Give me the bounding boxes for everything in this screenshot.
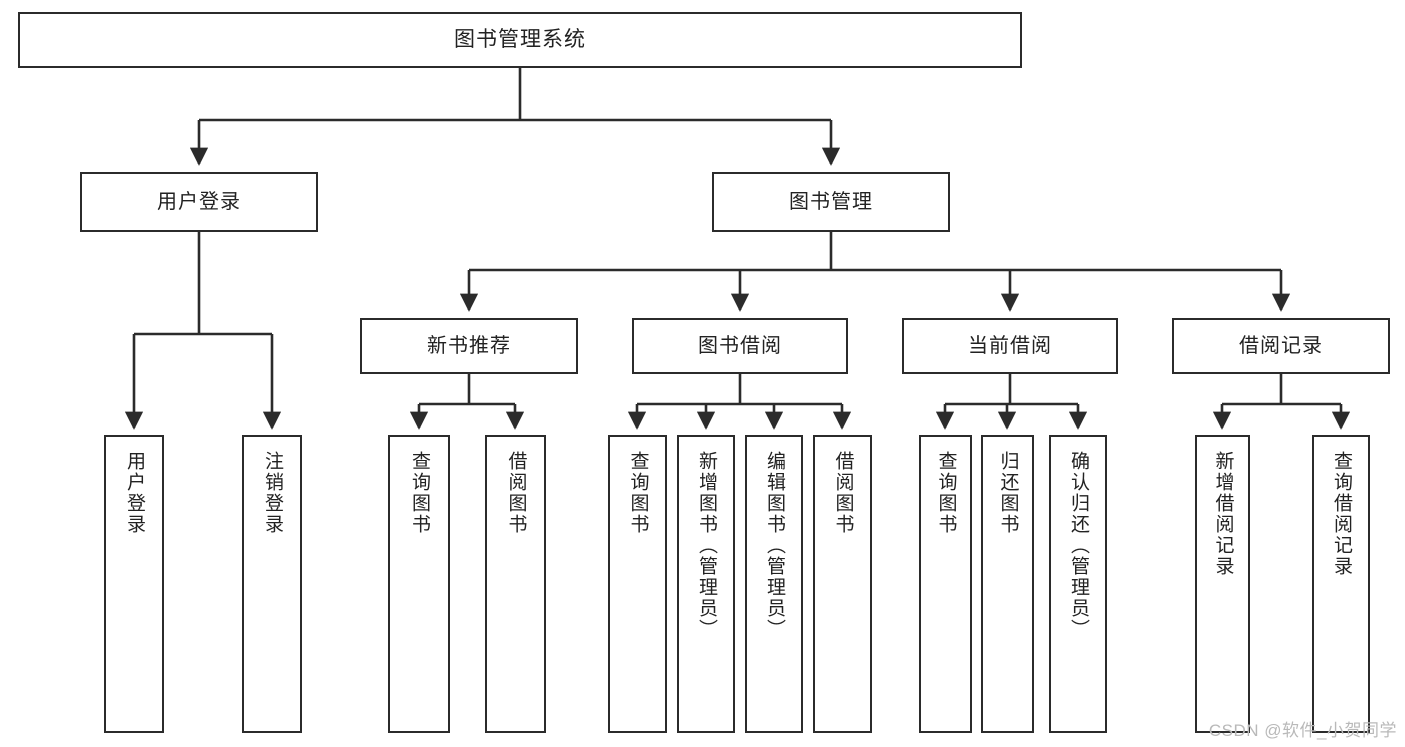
leaf-label: 借阅图书 (832, 451, 854, 535)
leaf-label: 查询图书 (408, 451, 430, 535)
node-level3-new-book-recommend[interactable]: 新书推荐 (360, 318, 578, 374)
watermark-text: CSDN @软件_小贺同学 (1208, 721, 1397, 740)
leaf-user-login[interactable]: 用户登录 (104, 435, 164, 733)
leaf-confirm-return-admin[interactable]: 确认归还（管理员） (1049, 435, 1107, 733)
leaf-label: 借阅图书 (505, 451, 527, 535)
leaf-label: 用户登录 (123, 451, 145, 535)
node-level3-book-borrow[interactable]: 图书借阅 (632, 318, 848, 374)
leaf-label: 归还图书 (997, 451, 1019, 535)
leaf-add-book-admin[interactable]: 新增图书（管理员） (677, 435, 735, 733)
node-root[interactable]: 图书管理系统 (18, 12, 1022, 68)
leaf-add-borrow-record[interactable]: 新增借阅记录 (1195, 435, 1250, 733)
leaf-return-book[interactable]: 归还图书 (981, 435, 1034, 733)
leaf-edit-book-admin[interactable]: 编辑图书（管理员） (745, 435, 803, 733)
node-level2-book-management[interactable]: 图书管理 (712, 172, 950, 232)
leaf-query-book-current[interactable]: 查询图书 (919, 435, 972, 733)
leaf-borrow-book-recommend[interactable]: 借阅图书 (485, 435, 546, 733)
leaf-label: 查询借阅记录 (1330, 451, 1352, 577)
leaf-label: 新增图书（管理员） (695, 451, 717, 640)
leaf-label: 编辑图书（管理员） (763, 451, 785, 640)
leaf-label: 查询图书 (935, 451, 957, 535)
leaf-user-logout[interactable]: 注销登录 (242, 435, 302, 733)
node-level2-user-login[interactable]: 用户登录 (80, 172, 318, 232)
leaf-borrow-book[interactable]: 借阅图书 (813, 435, 872, 733)
leaf-query-book-recommend[interactable]: 查询图书 (388, 435, 450, 733)
leaf-label: 查询图书 (627, 451, 649, 535)
leaf-label: 注销登录 (261, 451, 283, 535)
leaf-query-book-borrow[interactable]: 查询图书 (608, 435, 667, 733)
node-level3-current-borrow[interactable]: 当前借阅 (902, 318, 1118, 374)
leaf-label: 新增借阅记录 (1212, 451, 1234, 577)
leaf-query-borrow-record[interactable]: 查询借阅记录 (1312, 435, 1370, 733)
leaf-label: 确认归还（管理员） (1067, 451, 1089, 640)
node-level3-borrow-record[interactable]: 借阅记录 (1172, 318, 1390, 374)
